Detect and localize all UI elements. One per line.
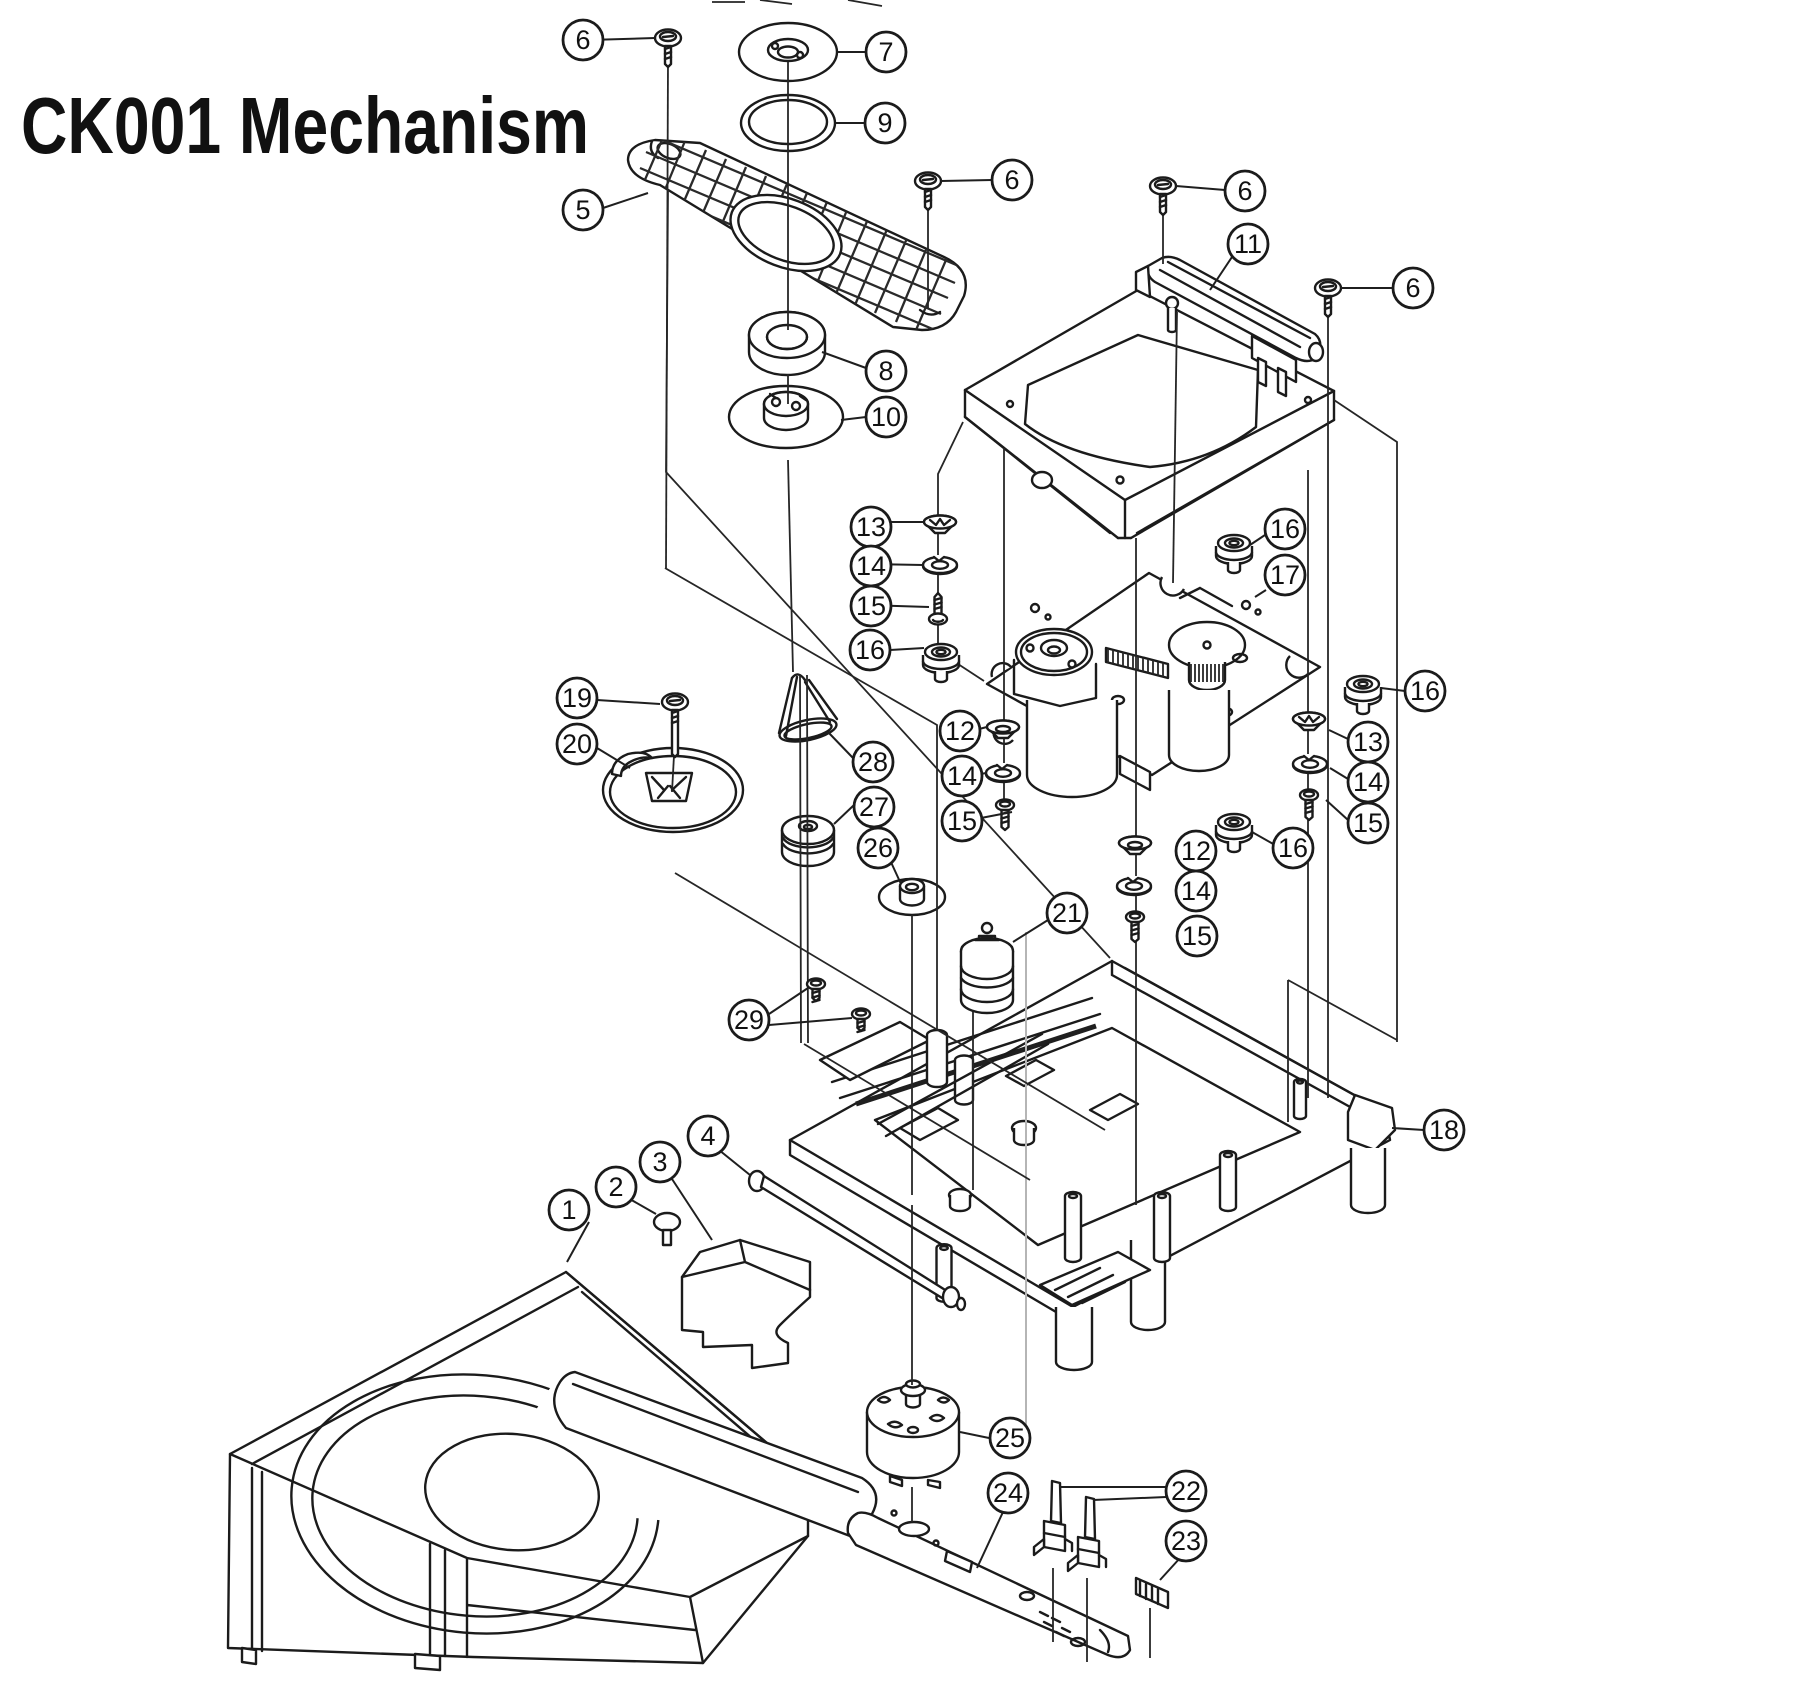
svg-text:16: 16 [1278,833,1308,863]
svg-text:17: 17 [1270,560,1300,590]
svg-text:15: 15 [947,806,977,836]
svg-text:15: 15 [856,591,886,621]
svg-text:13: 13 [856,512,886,542]
svg-text:9: 9 [877,108,892,138]
svg-text:24: 24 [993,1478,1023,1508]
svg-text:5: 5 [575,195,590,225]
svg-text:4: 4 [700,1121,715,1151]
svg-text:12: 12 [945,716,975,746]
svg-text:16: 16 [1410,676,1440,706]
svg-text:22: 22 [1171,1476,1201,1506]
svg-text:14: 14 [856,551,886,581]
svg-text:1: 1 [561,1195,576,1225]
svg-text:14: 14 [947,761,977,791]
svg-text:6: 6 [1405,273,1420,303]
svg-text:23: 23 [1171,1526,1201,1556]
svg-text:7: 7 [878,37,893,67]
svg-text:2: 2 [608,1172,623,1202]
svg-text:CK001 Mechanism: CK001 Mechanism [21,81,589,170]
svg-text:27: 27 [859,792,889,822]
svg-text:6: 6 [575,25,590,55]
svg-text:29: 29 [734,1005,764,1035]
svg-text:11: 11 [1234,229,1262,259]
svg-text:6: 6 [1004,165,1019,195]
svg-text:14: 14 [1181,876,1211,906]
svg-text:10: 10 [871,402,901,432]
svg-text:19: 19 [562,683,592,713]
svg-text:18: 18 [1429,1115,1459,1145]
svg-text:21: 21 [1052,898,1082,928]
svg-text:25: 25 [995,1423,1025,1453]
svg-text:14: 14 [1353,767,1383,797]
svg-text:16: 16 [1270,514,1300,544]
svg-text:15: 15 [1182,921,1212,951]
svg-text:26: 26 [863,833,893,863]
svg-text:16: 16 [855,635,885,665]
svg-text:6: 6 [1237,176,1252,206]
svg-text:20: 20 [562,729,592,759]
svg-text:8: 8 [878,356,893,386]
svg-text:15: 15 [1353,808,1383,838]
svg-text:12: 12 [1181,836,1211,866]
svg-text:3: 3 [652,1147,667,1177]
svg-text:28: 28 [858,747,888,777]
svg-text:13: 13 [1353,727,1383,757]
